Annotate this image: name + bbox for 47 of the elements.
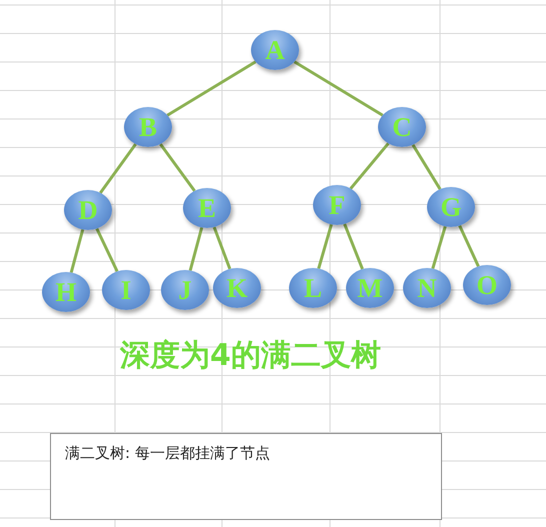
note-text: 满二叉树: 每一层都挂满了节点 [65, 444, 270, 462]
tree-node-circle [313, 185, 361, 225]
connector-line [188, 227, 204, 271]
tree-node-circle [161, 270, 209, 310]
node-letter: C [392, 114, 412, 140]
tree-node-circle [64, 190, 112, 230]
connector-line [431, 226, 447, 269]
tree-node-circle [42, 272, 90, 312]
node-letter: F [328, 192, 346, 218]
connector-line [458, 225, 480, 267]
connector-line [317, 224, 333, 269]
node-letter: L [304, 274, 322, 302]
tree-node-circle [289, 268, 337, 308]
node-letter: H [55, 278, 76, 306]
tree-node-circle [427, 187, 475, 227]
connector-line [350, 142, 390, 190]
note-box [50, 433, 442, 520]
connector-line [70, 229, 84, 273]
tree-node-circle [403, 268, 451, 308]
tree-node-circle [213, 268, 261, 308]
connector-line [95, 228, 119, 272]
node-letter: N [417, 274, 437, 302]
node-letter: G [440, 194, 462, 220]
tree-node-circle [463, 265, 511, 305]
connector-line [99, 143, 137, 194]
node-letter: A [265, 36, 285, 64]
node-letter: K [226, 274, 248, 302]
connector-line [212, 226, 232, 270]
tree-node-circle [102, 270, 150, 310]
connector-line [159, 143, 196, 192]
connector-line [412, 144, 442, 190]
tree-node-circle [378, 107, 426, 147]
tree-node-circle [124, 107, 172, 147]
node-letter: E [198, 194, 216, 222]
connector-line [343, 223, 364, 270]
node-letter: J [178, 276, 192, 304]
tree-node-circle [251, 30, 299, 70]
tree-node-circle [346, 268, 394, 308]
node-letter: I [120, 276, 132, 304]
diagram-title: 深度为4的满二叉树 [120, 337, 381, 375]
node-letter: D [78, 196, 98, 224]
connector-line [166, 60, 256, 117]
node-letter: B [138, 114, 157, 140]
tree-node-circle [183, 188, 231, 228]
connector-line [294, 60, 384, 117]
node-letter: O [476, 272, 498, 298]
node-letter: M [357, 274, 383, 302]
